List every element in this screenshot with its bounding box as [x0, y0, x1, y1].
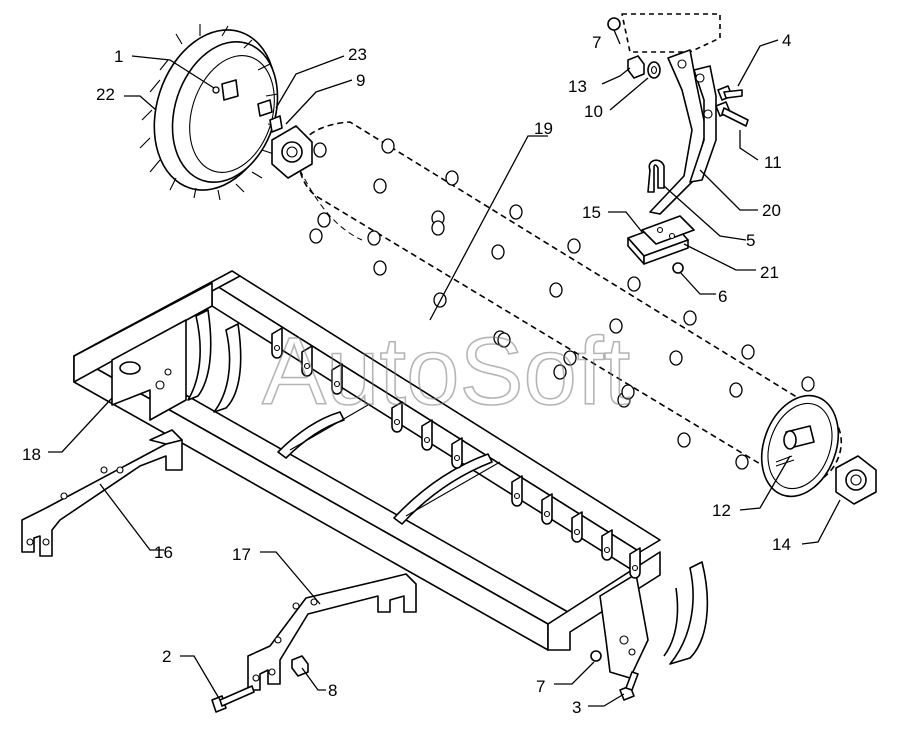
- hitch-bracket-16: [21, 429, 183, 557]
- roller-stud: [563, 350, 577, 366]
- callout-4: 4: [782, 31, 791, 50]
- callout-6: 6: [718, 287, 727, 306]
- roller-stud: [309, 228, 323, 244]
- callout-19: 19: [534, 119, 553, 138]
- callout-20: 20: [762, 201, 781, 220]
- callout-22: 22: [96, 85, 115, 104]
- washer-10: [647, 61, 661, 79]
- scraper-blade: [627, 215, 695, 265]
- watermark: AutoSoft: [262, 318, 630, 425]
- nut-13: [627, 55, 645, 79]
- bolt-3: [619, 671, 639, 701]
- roller-stud: [669, 350, 683, 366]
- callout-12: 12: [712, 501, 731, 520]
- roller-stud: [621, 384, 635, 400]
- callout-3: 3: [572, 698, 581, 717]
- roller-stud: [367, 230, 381, 246]
- bolt-4: [717, 85, 743, 101]
- roller-stud: [431, 220, 445, 236]
- bearing-flange-right: [835, 455, 877, 505]
- callout-18: 18: [22, 445, 41, 464]
- roller-stud: [445, 170, 459, 186]
- nut-7-top: [607, 17, 621, 31]
- callout-5: 5: [746, 231, 755, 250]
- callout-11: 11: [764, 153, 782, 172]
- roller-stud: [677, 432, 691, 448]
- roller-stud: [317, 212, 331, 228]
- roller-stud: [609, 318, 623, 334]
- roller-stud: [627, 276, 641, 292]
- callout-labels: 1 2 3 4 5 6 7 7 8 9 10 11 12 13 14 15 16…: [22, 31, 791, 717]
- roller-stud: [373, 260, 387, 276]
- bolt-11: [715, 101, 749, 127]
- roller-drum: [296, 121, 843, 489]
- roller-stud: [313, 142, 327, 158]
- crowfoot-wheel: [139, 24, 281, 201]
- spring-tines: [187, 309, 709, 665]
- u-bolt: [647, 159, 665, 193]
- roller-stud: [497, 332, 511, 348]
- callout-13: 13: [568, 77, 587, 96]
- roller-stud: [553, 364, 567, 380]
- callout-7-top: 7: [592, 33, 601, 52]
- bearing-flange-left: [269, 115, 313, 179]
- roller-stud: [373, 178, 387, 194]
- bolt-2: [211, 685, 255, 713]
- roller-stud: [381, 138, 395, 154]
- callout-10: 10: [584, 102, 603, 121]
- callout-1: 1: [114, 47, 123, 66]
- callout-2: 2: [162, 647, 171, 666]
- roller-studs: [309, 138, 815, 470]
- roller-stud: [683, 310, 697, 326]
- scraper-arm: [621, 13, 721, 215]
- nut-6: [672, 262, 684, 274]
- callout-7-bottom: 7: [536, 677, 545, 696]
- tine-brackets: [271, 327, 641, 579]
- callout-8: 8: [328, 681, 337, 700]
- callout-23: 23: [348, 45, 367, 64]
- roller-stud: [735, 454, 749, 470]
- callout-17: 17: [232, 545, 251, 564]
- callout-15: 15: [582, 203, 601, 222]
- hitch-bracket-17: [247, 573, 417, 691]
- roller-stud: [491, 244, 505, 260]
- callout-14: 14: [772, 535, 791, 554]
- nut-7-bottom: [590, 650, 602, 662]
- roller-stud: [509, 204, 523, 220]
- leader-lines: [48, 29, 841, 707]
- roller-stud: [567, 238, 581, 254]
- callout-21: 21: [760, 263, 779, 282]
- roller-stud: [741, 344, 755, 360]
- callout-16: 16: [154, 543, 173, 562]
- roller-stud: [729, 382, 743, 398]
- roller-stud: [549, 282, 563, 298]
- roller-stud: [801, 376, 815, 392]
- callout-9: 9: [356, 71, 365, 90]
